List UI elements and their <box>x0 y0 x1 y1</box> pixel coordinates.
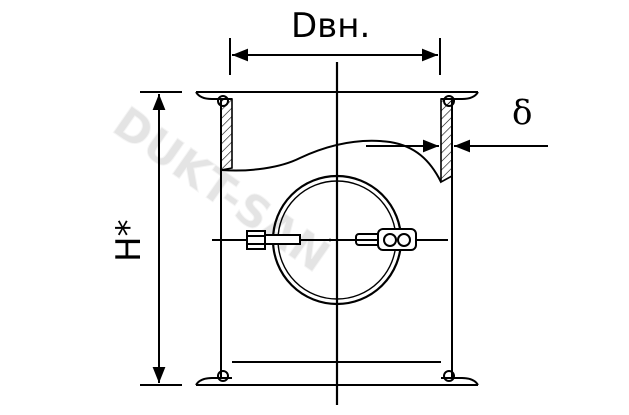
right-handle <box>355 228 417 251</box>
break-line <box>220 139 442 183</box>
inner-diameter-dimension <box>229 38 441 75</box>
wall-section-hatch <box>220 98 453 184</box>
inner-diameter-label: Dвн. <box>291 6 370 46</box>
thickness-label: δ <box>512 93 532 133</box>
left-bearing <box>246 230 301 250</box>
height-dimension <box>140 91 182 386</box>
height-label: H* <box>109 219 149 262</box>
